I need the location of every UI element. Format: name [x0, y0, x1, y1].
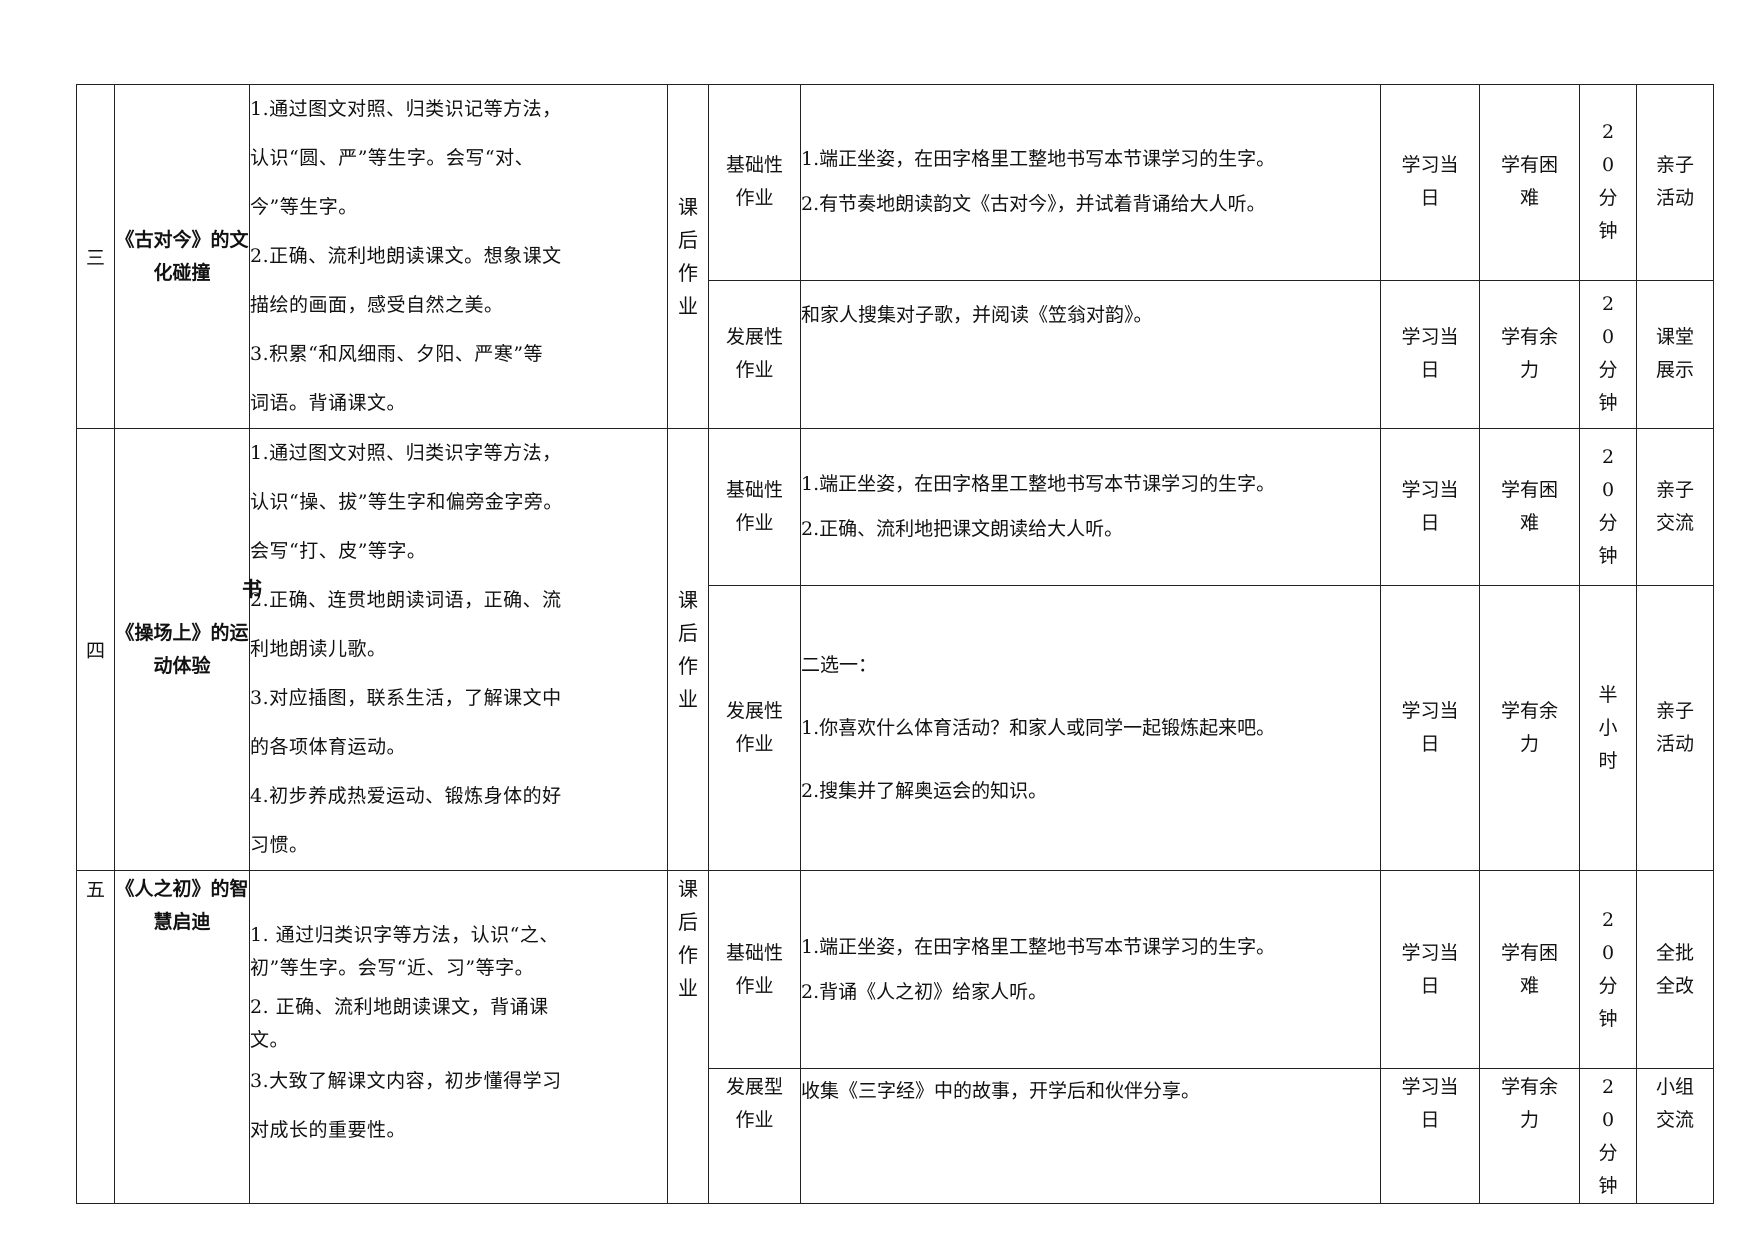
- goal-line: 2.正确、连贯地朗读词语，正确、流: [250, 589, 562, 611]
- content-line: 和家人搜集对子歌，并阅读《笠翁对韵》。: [801, 303, 1153, 326]
- homework-content: 和家人搜集对子歌，并阅读《笠翁对韵》。: [800, 279, 1381, 430]
- target-students: 学有困难: [1479, 870, 1580, 1069]
- completion-time: 学习当日: [1380, 870, 1480, 1069]
- homework-content: 1.端正坐姿，在田字格里工整地书写本节课学习的生字。 2.有节奏地朗读韵文《古对…: [800, 84, 1381, 281]
- target-students: 学有余力: [1479, 1068, 1580, 1204]
- homework-type: 基础性作业: [708, 427, 801, 587]
- unit-number: 四: [76, 428, 115, 871]
- goal-line: 1.通过图文对照、归类识记等方法，: [250, 98, 562, 120]
- completion-time: 学习当日: [1380, 84, 1480, 281]
- evaluation-form: 课堂展示: [1636, 279, 1714, 430]
- goal-line: 初”等生字。会写“近、习”等字。: [250, 957, 535, 979]
- homework-content: 1.端正坐姿，在田字格里工整地书写本节课学习的生字。 2.正确、流利地把课文朗读…: [800, 427, 1381, 587]
- goal-line: 3.对应插图，联系生活，了解课文中: [250, 687, 562, 709]
- target-students: 学有困难: [1479, 84, 1580, 281]
- goal-line: 利地朗读儿歌。: [250, 638, 387, 660]
- unit-number: 五: [76, 870, 115, 1204]
- kehou-label: 课后作业: [667, 84, 709, 429]
- goal-line: 3.大致了解课文内容，初步懂得学习: [250, 1070, 562, 1092]
- goal-line: 1. 通过归类识字等方法，认识“之、: [250, 924, 559, 946]
- unit-title-text: 《人之初》的智慧启迪: [115, 878, 249, 933]
- goal-line: 认识“操、拔”等生字和偏旁金字旁。: [250, 491, 563, 513]
- evaluation-form: 全批全改: [1636, 870, 1714, 1069]
- goal-line: 2.正确、流利地朗读课文。想象课文: [250, 245, 562, 267]
- homework-content: 收集《三字经》中的故事，开学后和伙伴分享。: [800, 1068, 1381, 1204]
- goal-line: 4.初步养成热爱运动、锻炼身体的好: [250, 785, 562, 807]
- goal-line: 3.积累“和风细雨、夕阳、严寒”等: [250, 343, 544, 365]
- content-line: 2.正确、流利地把课文朗读给大人听。: [801, 518, 1124, 541]
- table-row: 发展型作业 收集《三字经》中的故事，开学后和伙伴分享。 学习当日 学有余力 20…: [77, 1068, 1714, 1204]
- stray-character: 书: [242, 577, 262, 601]
- evaluation-form: 亲子交流: [1636, 427, 1714, 587]
- evaluation-form: 亲子活动: [1636, 585, 1714, 871]
- goal-line: 1.通过图文对照、归类识字等方法，: [250, 442, 562, 464]
- target-students: 学有余力: [1479, 585, 1580, 871]
- unit-number: 三: [76, 84, 115, 429]
- unit-goals: 1. 通过归类识字等方法，认识“之、 初”等生字。会写“近、习”等字。 2. 正…: [249, 870, 668, 1204]
- table-row: 五 《人之初》的智慧启迪 1. 通过归类识字等方法，认识“之、 初”等生字。会写…: [76, 870, 1714, 1204]
- kehou-label: 课后作业: [667, 428, 709, 871]
- unit-title: 《古对今》的文化碰撞: [114, 84, 250, 429]
- duration: 20分钟: [1579, 84, 1637, 281]
- duration: 半小时: [1579, 585, 1637, 871]
- content-line: 1.你喜欢什么体育活动？和家人或同学一起锻炼起来吧。: [801, 716, 1276, 739]
- content-line: 1.端正坐姿，在田字格里工整地书写本节课学习的生字。: [801, 148, 1276, 171]
- goal-line: 2. 正确、流利地朗读课文，背诵课: [250, 996, 549, 1018]
- duration: 20分钟: [1579, 870, 1637, 1069]
- goal-line: 的各项体育运动。: [250, 736, 407, 758]
- homework-type: 基础性作业: [708, 870, 801, 1069]
- evaluation-form: 亲子活动: [1636, 84, 1714, 281]
- homework-table: 三 《古对今》的文化碰撞 1.通过图文对照、归类识记等方法， 认识“圆、严”等生…: [76, 84, 1714, 1204]
- goal-line: 文。: [250, 1029, 290, 1051]
- homework-type: 发展性作业: [708, 585, 801, 871]
- goal-line: 会写“打、皮”等字。: [250, 540, 427, 562]
- goal-line: 习惯。: [250, 834, 309, 856]
- goal-line: 对成长的重要性。: [250, 1119, 407, 1141]
- unit-title: 《操场上》的运动体验: [114, 428, 250, 871]
- homework-type: 发展型作业: [708, 1068, 801, 1204]
- content-line: 1.端正坐姿，在田字格里工整地书写本节课学习的生字。: [801, 473, 1276, 496]
- content-line: 1.端正坐姿，在田字格里工整地书写本节课学习的生字。: [801, 935, 1276, 958]
- completion-time: 学习当日: [1380, 585, 1480, 871]
- duration: 20分钟: [1579, 279, 1637, 430]
- target-students: 学有困难: [1479, 427, 1580, 587]
- goal-line: 词语。背诵课文。: [250, 392, 407, 414]
- homework-type: 基础性作业: [708, 84, 801, 281]
- table-row: 三 《古对今》的文化碰撞 1.通过图文对照、归类识记等方法， 认识“圆、严”等生…: [76, 84, 1714, 429]
- kehou-label: 课后作业: [667, 870, 709, 1204]
- table-row: 发展性作业 和家人搜集对子歌，并阅读《笠翁对韵》。 学习当日 学有余力 20分钟…: [77, 279, 1714, 430]
- completion-time: 学习当日: [1380, 279, 1480, 430]
- evaluation-form: 小组交流: [1636, 1068, 1714, 1204]
- goal-line: 认识“圆、严”等生字。会写“对、: [250, 147, 535, 169]
- duration: 20分钟: [1579, 427, 1637, 587]
- content-line: 收集《三字经》中的故事，开学后和伙伴分享。: [801, 1080, 1201, 1102]
- homework-type: 发展性作业: [708, 279, 801, 430]
- content-line: 2.背诵《人之初》给家人听。: [801, 980, 1048, 1003]
- unit-title: 《人之初》的智慧启迪: [114, 870, 250, 1204]
- content-line: 二选一：: [801, 653, 878, 676]
- content-line: 2.搜集并了解奥运会的知识。: [801, 779, 1048, 802]
- homework-content: 二选一： 1.你喜欢什么体育活动？和家人或同学一起锻炼起来吧。 2.搜集并了解奥…: [800, 585, 1381, 871]
- content-line: 2.有节奏地朗读韵文《古对今》，并试着背诵给大人听。: [801, 193, 1266, 216]
- completion-time: 学习当日: [1380, 1068, 1480, 1204]
- unit-goals: 1.通过图文对照、归类识记等方法， 认识“圆、严”等生字。会写“对、 今”等生字…: [249, 84, 668, 429]
- completion-time: 学习当日: [1380, 427, 1480, 587]
- unit-title-text: 《操场上》的运动体验: [115, 621, 249, 677]
- table-row: 四 《操场上》的运动体验 1.通过图文对照、归类识字等方法， 认识“操、拔”等生…: [76, 427, 1714, 871]
- goal-line: 今”等生字。: [250, 196, 358, 218]
- table-row: 发展性作业 二选一： 1.你喜欢什么体育活动？和家人或同学一起锻炼起来吧。 2.…: [77, 585, 1714, 871]
- goal-line: 描绘的画面，感受自然之美。: [250, 294, 504, 316]
- unit-goals: 1.通过图文对照、归类识字等方法， 认识“操、拔”等生字和偏旁金字旁。 会写“打…: [249, 428, 668, 871]
- unit-title-text: 《古对今》的文化碰撞: [115, 228, 249, 284]
- homework-content: 1.端正坐姿，在田字格里工整地书写本节课学习的生字。 2.背诵《人之初》给家人听…: [800, 870, 1381, 1069]
- duration: 20分钟: [1579, 1068, 1637, 1204]
- target-students: 学有余力: [1479, 279, 1580, 430]
